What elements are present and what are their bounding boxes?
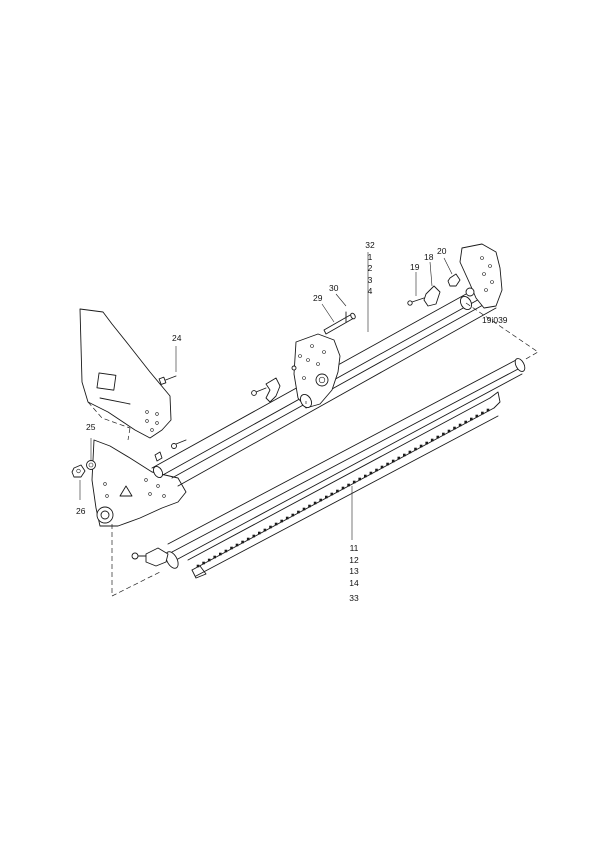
bar-tooth: [325, 495, 328, 499]
bar-tooth: [347, 483, 350, 487]
callout-20: 20: [437, 246, 447, 256]
nut-26: [71, 464, 86, 500]
bar-tooth: [258, 531, 261, 535]
callout-stack-bottom-2: 13: [349, 566, 359, 576]
center-bracket: [293, 333, 341, 409]
right-bracket: [459, 243, 503, 309]
bar-tooth: [252, 534, 256, 538]
callout-25: 25: [86, 422, 96, 432]
bar-tooth: [313, 501, 317, 505]
roller-end-fitting: [131, 547, 179, 569]
nut-20: [443, 257, 461, 287]
callout-stack-top-0: 32: [365, 240, 375, 250]
callout-stack-bottom-1: 12: [349, 554, 359, 565]
washer-25: [86, 438, 96, 470]
bar-tooth: [235, 543, 239, 547]
bar-tooth: [291, 513, 295, 517]
figure-code: 19i039: [482, 315, 508, 325]
pin-30: [335, 293, 347, 323]
bar-tooth: [403, 453, 406, 457]
bar-tooth: [341, 486, 345, 490]
callout-19: 19: [410, 262, 420, 272]
callout-30: 30: [329, 283, 339, 293]
bar-tooth: [425, 441, 428, 445]
bar-tooth: [397, 456, 401, 460]
bar-tooth: [230, 546, 233, 550]
bar-tooth: [358, 477, 361, 481]
bar-tooth: [196, 564, 200, 568]
bar-tooth: [419, 444, 423, 448]
bar-tooth: [380, 465, 384, 469]
lever-clip: [251, 365, 297, 403]
bar-tooth: [297, 510, 300, 514]
bar-tooth: [464, 420, 467, 424]
bar-tooth: [486, 408, 490, 412]
bar-tooth: [475, 414, 479, 418]
bar-tooth: [436, 435, 440, 439]
callout-stack-top-2: 2: [367, 263, 373, 273]
bar-tooth: [213, 555, 216, 559]
bar-tooth: [408, 450, 412, 454]
bar-tooth: [391, 459, 395, 463]
roller-and-bar: [167, 358, 526, 579]
bar-tooth: [207, 558, 211, 562]
bar-tooth: [202, 561, 205, 565]
pin-29: [321, 303, 356, 335]
bar-tooth: [414, 447, 417, 451]
left-upper-bracket: [79, 308, 172, 439]
bar-tooth: [241, 540, 244, 544]
bar-tooth: [481, 411, 484, 415]
shaft-bolt-left: [154, 439, 187, 462]
callout-stack-top-4: 4: [367, 286, 373, 296]
bar-tooth: [224, 549, 228, 553]
bar-tooth: [274, 522, 278, 526]
clamp-18: [423, 261, 441, 307]
bar-tooth: [430, 438, 434, 442]
bar-tooth: [269, 525, 272, 529]
callout-18: 18: [424, 252, 434, 262]
callout-stack-bottom: 11 12 13 14 33: [344, 543, 364, 605]
callout-26: 26: [76, 506, 86, 516]
screw-19: [407, 272, 425, 306]
assembly-lines: [87, 252, 539, 597]
bar-tooth: [364, 474, 367, 478]
callout-stack-top-3: 3: [367, 274, 373, 285]
callout-stack-bottom-0: 11: [349, 543, 359, 553]
callout-stack-bottom-3: 14: [349, 577, 359, 588]
callout-stack-top-1: 1: [367, 251, 373, 262]
bar-tooth: [302, 507, 306, 511]
bar-tooth: [458, 423, 462, 427]
bar-tooth: [470, 417, 473, 421]
bar-tooth: [246, 537, 250, 541]
bar-tooth: [375, 468, 378, 472]
callout-stack-top: 32 1 2 3 4: [360, 240, 380, 298]
bolt-24: [158, 346, 177, 385]
left-lower-bracket: [91, 439, 187, 527]
bar-tooth: [336, 489, 339, 493]
bar-tooth: [285, 516, 289, 520]
bar-tooth: [330, 492, 334, 496]
bar-tooth: [369, 471, 373, 475]
bar-teeth: [196, 408, 490, 568]
bar-tooth: [308, 504, 311, 508]
bar-tooth: [263, 528, 267, 532]
callout-stack-bottom-4: 33: [349, 593, 359, 603]
bar-tooth: [442, 432, 445, 436]
bar-tooth: [319, 498, 322, 502]
bar-tooth: [453, 426, 456, 430]
bar-tooth: [280, 519, 283, 523]
bar-tooth: [352, 480, 356, 484]
callout-24: 24: [172, 333, 182, 343]
bar-tooth: [386, 462, 389, 466]
bar-tooth: [447, 429, 451, 433]
bar-tooth: [219, 552, 222, 556]
callout-29: 29: [313, 293, 323, 303]
